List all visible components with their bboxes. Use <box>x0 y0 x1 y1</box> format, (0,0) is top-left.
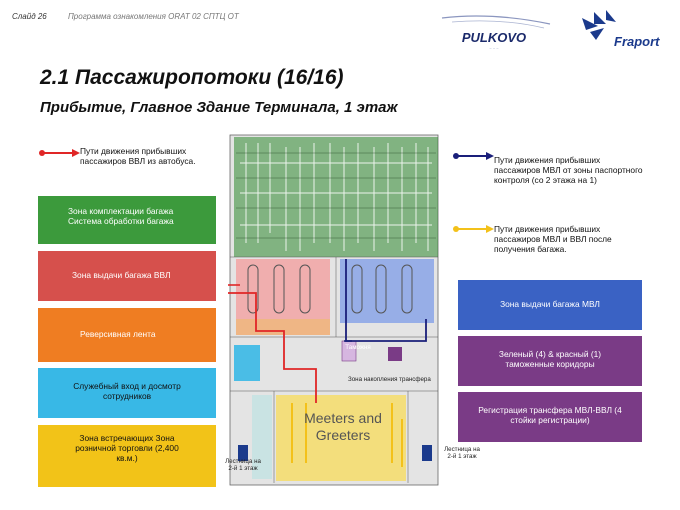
fraport-logo: Fraport <box>582 10 660 49</box>
meeters-zone-label: Зона встречающих Зона розничной торговли… <box>75 433 179 463</box>
svg-text:PULKOVO: PULKOVO <box>462 30 526 45</box>
baggage-claim-intl-label: Зона выдачи багажа МВЛ <box>500 299 600 309</box>
customs-label: Таможня <box>345 344 371 351</box>
pulkovo-logo: PULKOVO ~ ~ ~ <box>441 15 551 51</box>
reverse-belt-zone: Реверсивная лента <box>38 308 216 362</box>
yellow-path-legend-icon <box>453 225 494 233</box>
page-title: 2.1 Пассажиропотоки (16/16) <box>40 66 344 89</box>
baggage-claim-domestic-zone: Зона выдачи багажа ВВЛ <box>38 251 216 301</box>
reverse-belt-label: Реверсивная лента <box>80 329 156 339</box>
transfer-accumulation-label: Зона накопления трансфера <box>348 376 431 383</box>
navy-path-legend: Пути движения прибывших пассажиров МВЛ о… <box>494 155 643 185</box>
yellow-path-legend: Пути движения прибывших пассажиров МВЛ и… <box>494 224 612 254</box>
staff-entrance-zone: Служебный вход и досмотр сотрудников <box>38 368 216 418</box>
navy-path-legend-icon <box>453 152 494 160</box>
staff-entrance-label: Служебный вход и досмотр сотрудников <box>73 381 181 401</box>
red-path-legend: Пути движения прибывших пассажиров ВВЛ и… <box>80 146 196 166</box>
program-title: Программа ознакомления ORAT 02 СПТЦ ОТ <box>68 12 239 21</box>
baggage-claim-domestic-label: Зона выдачи багажа ВВЛ <box>72 270 171 280</box>
stairs-left-label: Лестница на 2-й 1 этаж <box>225 458 261 472</box>
transfer-registration-label: Регистрация трансфера МВЛ-ВВЛ (4 стойки … <box>478 405 622 425</box>
slide-number: Слайд 26 <box>12 12 47 21</box>
svg-text:Fraport: Fraport <box>614 34 660 49</box>
baggage-complect-zone: Зона комплектации багажа Система обработ… <box>38 196 216 244</box>
baggage-complect-zone-label: Зона комплектации багажа Система обработ… <box>68 206 174 226</box>
customs-corridors-label: Зеленый (4) & красный (1) таможенные кор… <box>498 349 602 369</box>
page-subtitle: Прибытие, Главное Здание Терминала, 1 эт… <box>40 99 398 116</box>
customs-corridors-zone: Зеленый (4) & красный (1) таможенные кор… <box>458 336 642 386</box>
stairs-right-label: Лестница на 2-й 1 этаж <box>444 446 480 460</box>
red-path-legend-icon <box>39 149 80 157</box>
svg-text:~ ~ ~: ~ ~ ~ <box>489 46 499 51</box>
baggage-claim-intl-zone: Зона выдачи багажа МВЛ <box>458 280 642 330</box>
terminal-floor-plan <box>228 134 439 486</box>
meeters-zone: Зона встречающих Зона розничной торговли… <box>38 425 216 487</box>
transfer-registration-zone: Регистрация трансфера МВЛ-ВВЛ (4 стойки … <box>458 392 642 442</box>
meeters-greeters-label: Meeters and Greeters <box>304 410 382 443</box>
